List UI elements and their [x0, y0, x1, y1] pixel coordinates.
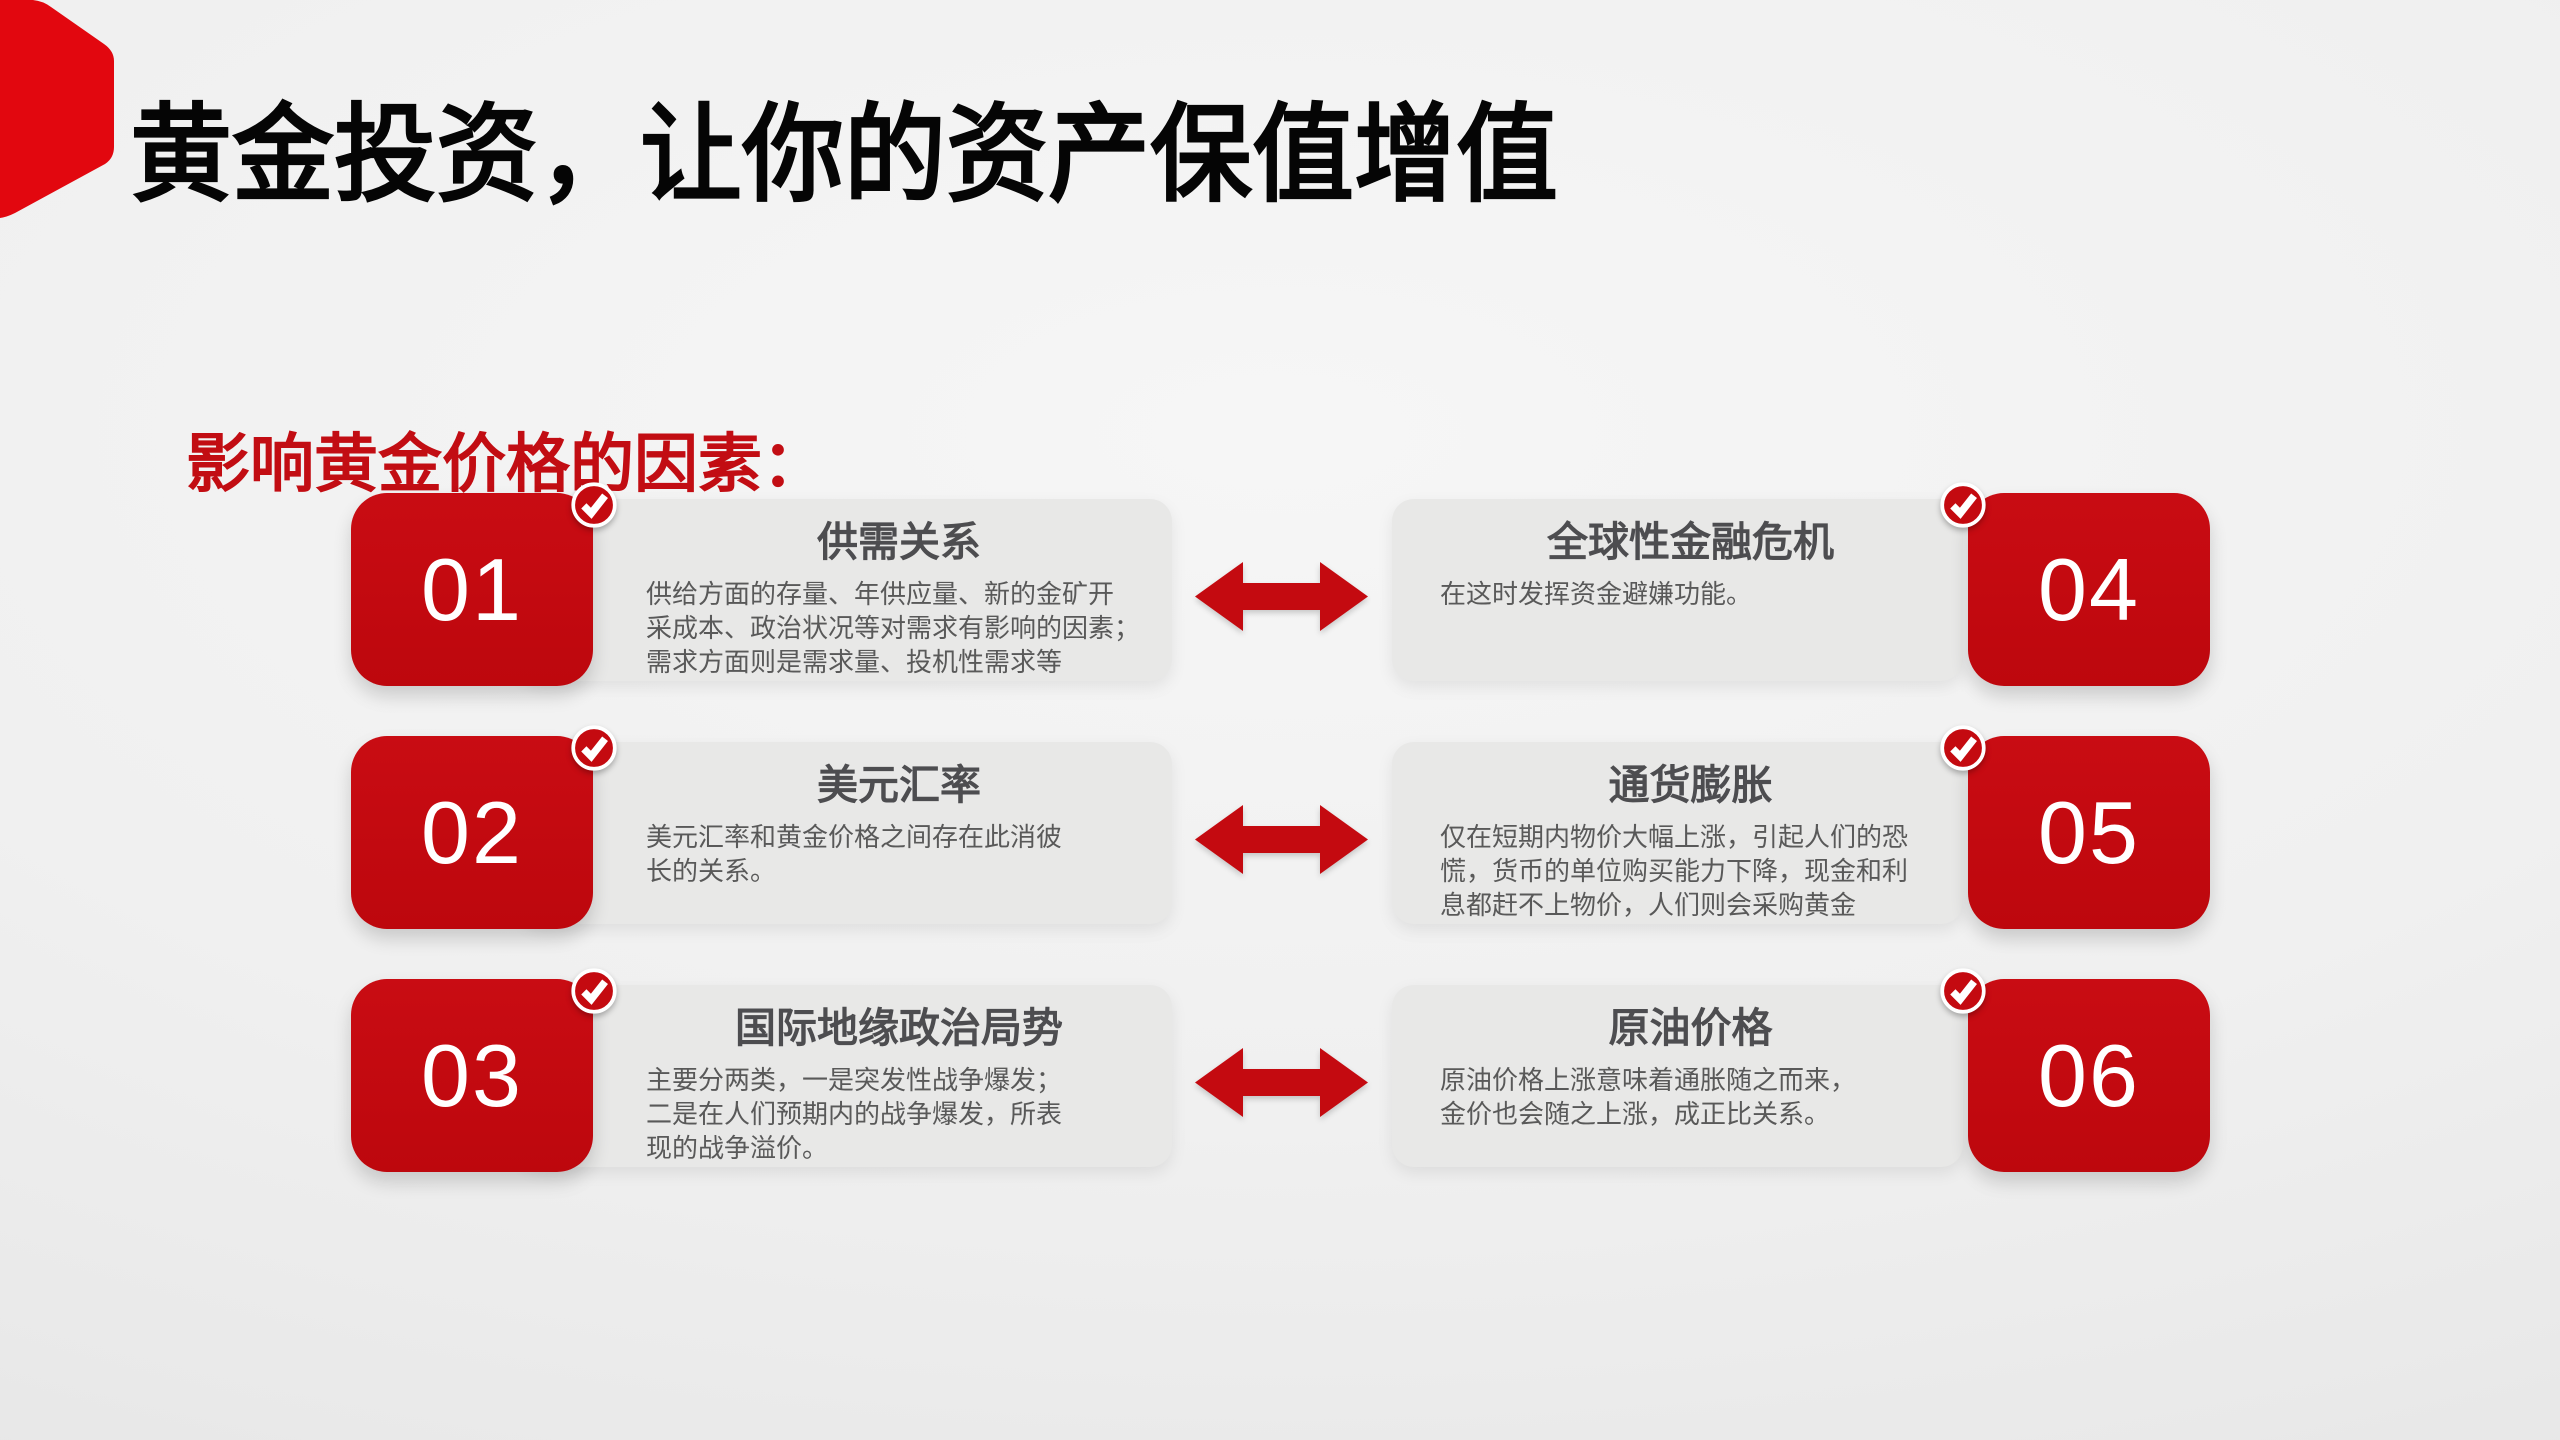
factor-title: 供需关系	[817, 519, 981, 565]
double-arrow-icon	[1195, 1048, 1368, 1117]
page-title: 黄金投资，让你的资产保值增值	[130, 95, 1558, 216]
factor-description: 在这时发挥资金避嫌功能。	[1440, 579, 1753, 610]
check-icon	[1940, 968, 1986, 1014]
section-heading: 影响黄金价格的因素：	[186, 428, 826, 501]
factor-card-02: 美元汇率 美元汇率和黄金价格之间存在此消彼 长的关系。 02	[351, 725, 1172, 929]
factor-number: 03	[421, 1025, 523, 1125]
check-icon	[1940, 482, 1986, 528]
factor-panel: 原油价格 原油价格上涨意味着通胀随之而来， 金价也会随之上涨，成正比关系。	[1392, 985, 1963, 1167]
factor-card-06: 原油价格 原油价格上涨意味着通胀随之而来， 金价也会随之上涨，成正比关系。 06	[1392, 968, 2210, 1172]
factor-number: 02	[421, 782, 523, 882]
factor-number-box: 04	[1968, 493, 2210, 686]
check-icon	[571, 968, 617, 1014]
check-icon	[571, 482, 617, 528]
factor-panel: 通货膨胀 仅在短期内物价大幅上涨，引起人们的恐 慌，货币的单位购买能力下降，现金…	[1392, 742, 1963, 924]
factor-number: 01	[421, 539, 523, 639]
factor-card-01: 供需关系 供给方面的存量、年供应量、新的金矿开 采成本、政治状况等对需求有影响的…	[351, 482, 1172, 686]
check-icon	[571, 725, 617, 771]
factor-number-box: 05	[1968, 736, 2210, 929]
factor-panel: 全球性金融危机 在这时发挥资金避嫌功能。	[1392, 499, 1963, 681]
factor-title: 全球性金融危机	[1547, 519, 1834, 565]
factor-card-04: 全球性金融危机 在这时发挥资金避嫌功能。 04	[1392, 482, 2210, 686]
factor-description: 供给方面的存量、年供应量、新的金矿开 采成本、政治状况等对需求有影响的因素； 需…	[646, 579, 1141, 678]
factor-card-03: 国际地缘政治局势 主要分两类，一是突发性战争爆发； 二是在人们预期内的战争爆发，…	[351, 968, 1172, 1172]
factor-number-box: 03	[351, 979, 593, 1172]
factor-title: 原油价格	[1608, 1005, 1773, 1051]
factor-description: 原油价格上涨意味着通胀随之而来， 金价也会随之上涨，成正比关系。	[1440, 1065, 1857, 1130]
factor-panel: 供需关系 供给方面的存量、年供应量、新的金矿开 采成本、政治状况等对需求有影响的…	[520, 499, 1172, 681]
factor-title: 美元汇率	[817, 762, 981, 808]
factor-description: 主要分两类，一是突发性战争爆发； 二是在人们预期内的战争爆发，所表 现的战争溢价…	[646, 1065, 1063, 1164]
double-arrow-icon	[1195, 562, 1368, 631]
factor-description: 仅在短期内物价大幅上涨，引起人们的恐 慌，货币的单位购买能力下降，现金和利 息都…	[1440, 822, 1909, 921]
check-icon	[1940, 725, 1986, 771]
factor-card-05: 通货膨胀 仅在短期内物价大幅上涨，引起人们的恐 慌，货币的单位购买能力下降，现金…	[1392, 725, 2210, 929]
factor-panel: 美元汇率 美元汇率和黄金价格之间存在此消彼 长的关系。	[520, 742, 1172, 924]
corner-hexagon-icon	[0, 0, 114, 218]
double-arrow-icon	[1195, 805, 1368, 874]
factor-title: 通货膨胀	[1608, 762, 1773, 808]
factor-title: 国际地缘政治局势	[735, 1005, 1063, 1051]
factor-number-box: 01	[351, 493, 593, 686]
factor-number-box: 06	[1968, 979, 2210, 1172]
factor-number: 05	[2038, 782, 2140, 882]
factor-panel: 国际地缘政治局势 主要分两类，一是突发性战争爆发； 二是在人们预期内的战争爆发，…	[520, 985, 1172, 1167]
factor-description: 美元汇率和黄金价格之间存在此消彼 长的关系。	[646, 822, 1063, 887]
factor-number: 06	[2038, 1025, 2140, 1125]
factor-number-box: 02	[351, 736, 593, 929]
factor-number: 04	[2038, 539, 2140, 639]
